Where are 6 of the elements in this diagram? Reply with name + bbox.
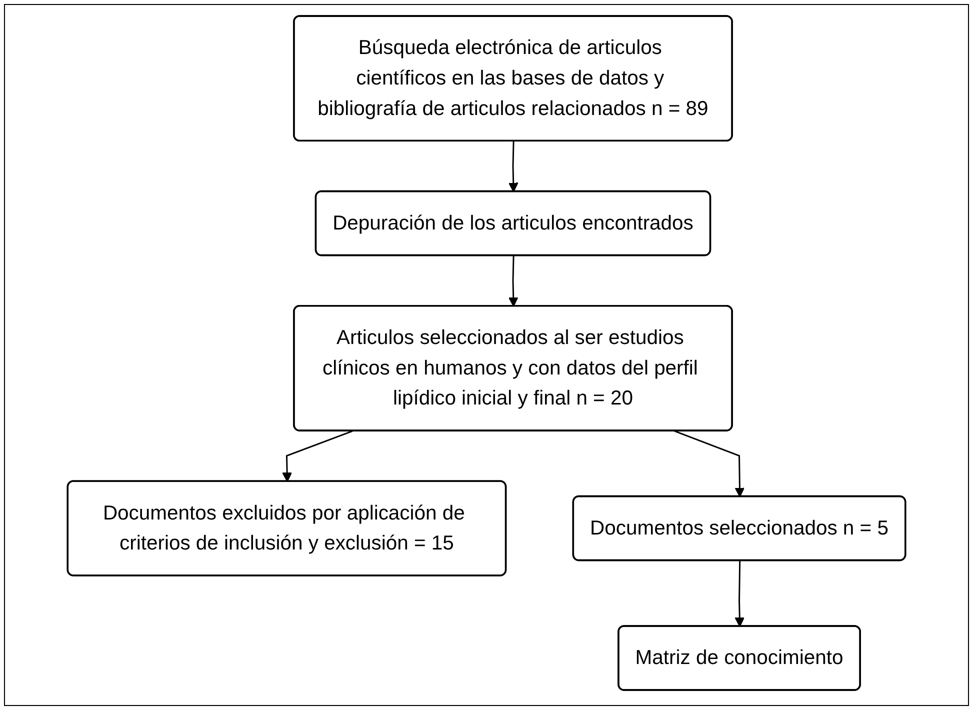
arrow <box>674 430 745 497</box>
arrow <box>734 560 745 626</box>
frame-border: Búsqueda electrónica de articulos científicos en las bases de datos y bibliografía de articulos relacionados n = 89 Depuración de los articulos encontrados Articulos seleccionados al ser estudios clínicos en humanos y con datos del perfil lipídico inicial y final n = 20 Documentos excluidos por aplicación de criterios de inclusión y exclusión = 15 Documentos seleccionados n = 5 Matriz de conocimiento <box>4 4 969 706</box>
arrow <box>508 140 518 192</box>
arrow <box>508 255 518 306</box>
arrow <box>282 430 353 482</box>
